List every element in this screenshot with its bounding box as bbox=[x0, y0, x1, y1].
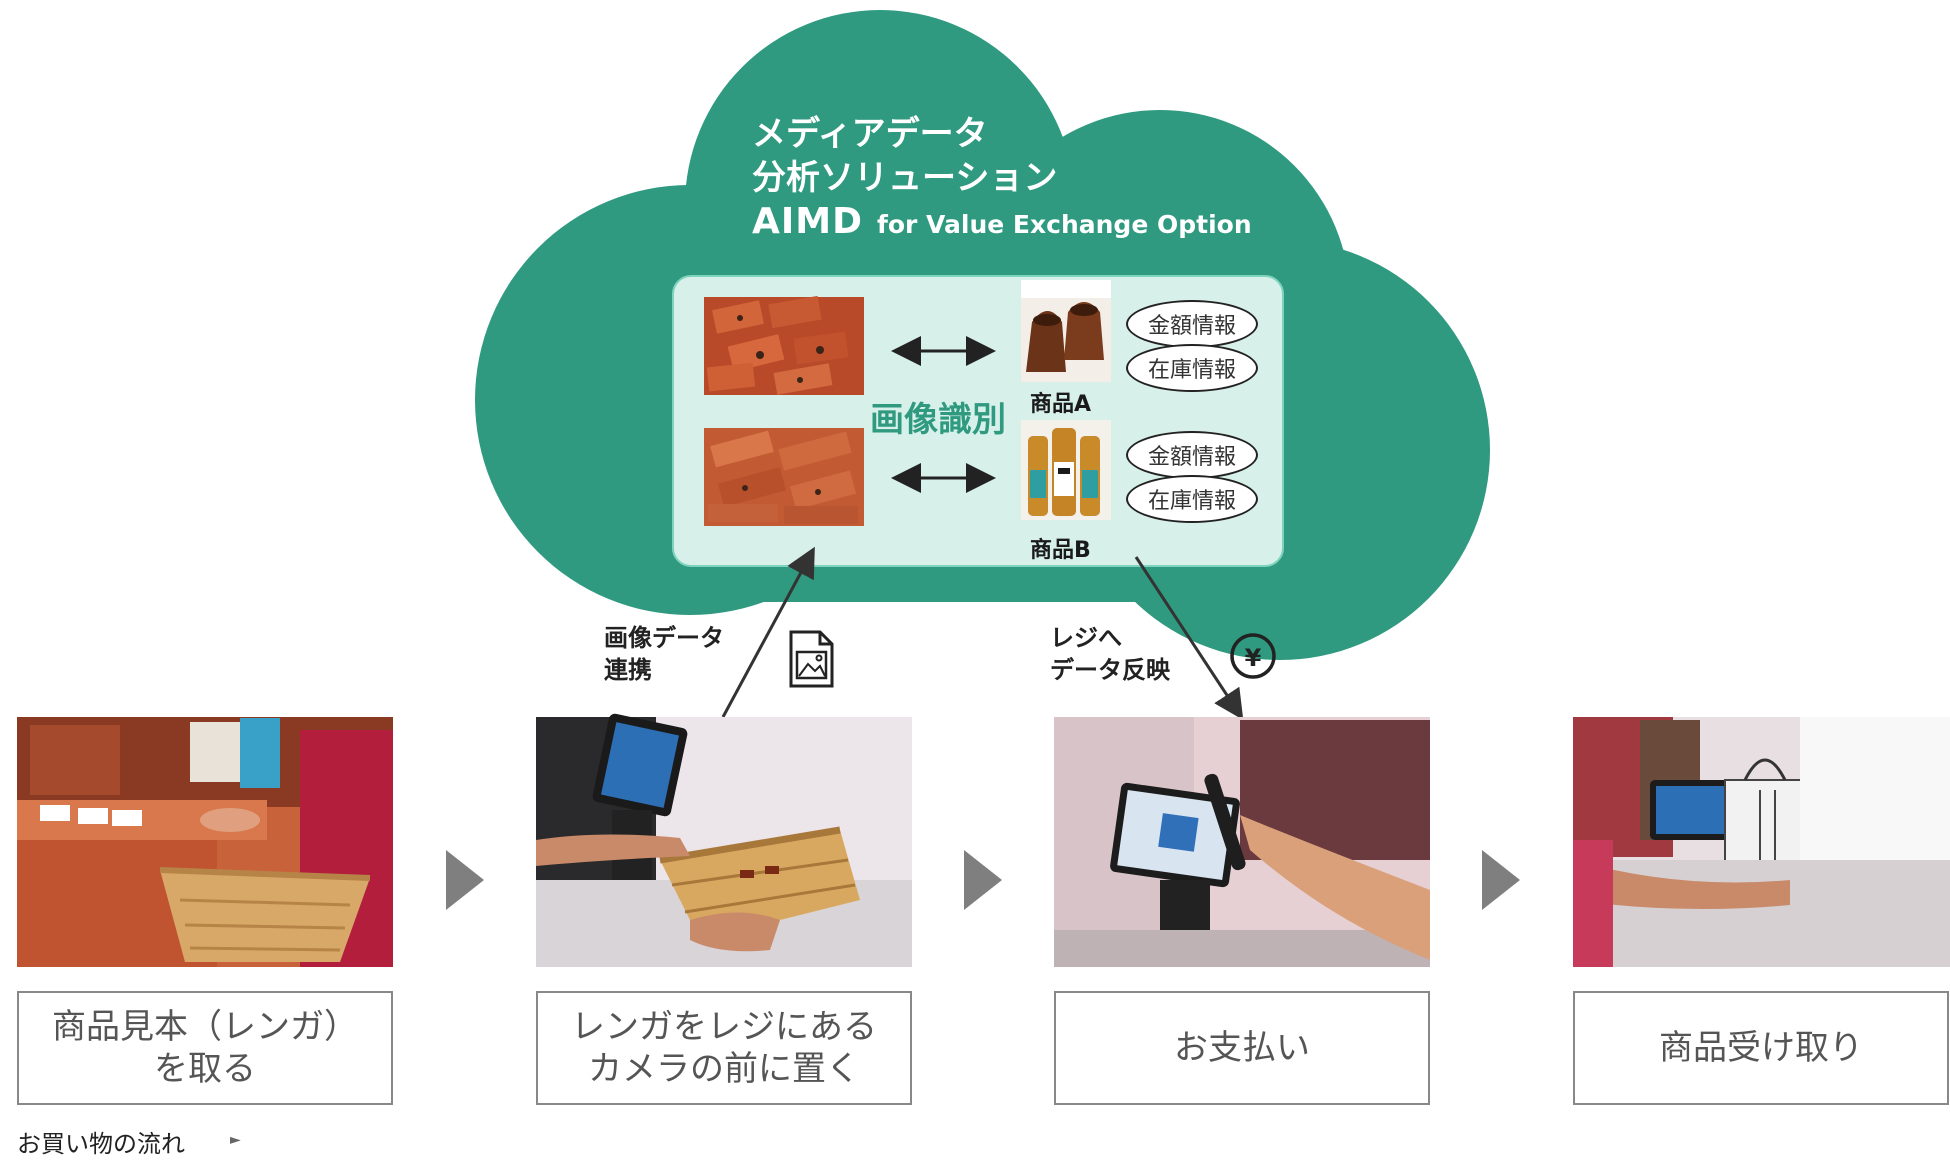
product-a-image bbox=[1021, 280, 1111, 382]
step-2-line2: カメラの前に置く bbox=[588, 1049, 860, 1089]
register-label-line2: データ反映 bbox=[1050, 656, 1170, 684]
product-a-stock-info: 在庫情報 bbox=[1126, 344, 1258, 392]
step-photo-2 bbox=[536, 713, 912, 967]
product-b-label: 商品B bbox=[1030, 538, 1091, 563]
step-arrow-2 bbox=[964, 850, 1002, 910]
product-a-price-info: 金額情報 bbox=[1126, 300, 1258, 348]
aimd-subtitle: for Value Exchange Option bbox=[876, 210, 1252, 239]
cloud-title-line3: AIMD for Value Exchange Option bbox=[752, 200, 1452, 247]
step-box-4: 商品受け取り bbox=[1573, 991, 1949, 1105]
image-file-icon bbox=[789, 630, 834, 688]
shopping-flow-label: お買い物の流れ bbox=[17, 1130, 185, 1158]
svg-text:¥: ¥ bbox=[1245, 644, 1262, 672]
step-photo-4 bbox=[1573, 717, 1950, 967]
yen-icon: ¥ bbox=[1230, 633, 1276, 679]
product-b-stock-info: 在庫情報 bbox=[1126, 475, 1258, 523]
register-arrow bbox=[1134, 556, 1244, 721]
step-box-2: レンガをレジにある カメラの前に置く bbox=[536, 991, 912, 1105]
step-1-line2: を取る bbox=[154, 1049, 256, 1089]
step-2-line1: レンガをレジにある bbox=[571, 1007, 877, 1047]
cloud-title-line1: メディアデータ bbox=[752, 114, 988, 154]
step-arrow-1 bbox=[446, 850, 484, 910]
register-label-line1: レジへ bbox=[1050, 624, 1122, 652]
register-label: レジへ データ反映 bbox=[1050, 622, 1170, 686]
step-arrow-3 bbox=[1482, 850, 1520, 910]
brick-photo-1 bbox=[704, 295, 864, 395]
step-photo-3 bbox=[1054, 717, 1430, 967]
product-a-label: 商品A bbox=[1030, 392, 1092, 417]
product-b-price-info: 金額情報 bbox=[1126, 431, 1258, 479]
cloud-title: メディアデータ 分析ソリューション AIMD for Value Exchange… bbox=[752, 112, 1452, 247]
step-3-line1: お支払い bbox=[1174, 1028, 1310, 1068]
cloud-title-line2: 分析ソリューション bbox=[752, 158, 1058, 198]
step-4-line1: 商品受け取り bbox=[1659, 1028, 1863, 1068]
aimd-label: AIMD bbox=[752, 201, 863, 242]
footer-arrow-icon: ► bbox=[230, 1132, 241, 1148]
upload-label-line1: 画像データ bbox=[604, 624, 724, 652]
upload-label-line2: 連携 bbox=[604, 656, 652, 684]
image-recognition-label: 画像識別 bbox=[870, 400, 1006, 440]
step-1-line1: 商品見本（レンガ） bbox=[52, 1007, 358, 1047]
upload-label: 画像データ 連携 bbox=[604, 622, 724, 686]
step-box-3: お支払い bbox=[1054, 991, 1430, 1105]
brick-photo-2 bbox=[704, 428, 864, 526]
upload-arrow bbox=[721, 546, 815, 718]
product-b-image bbox=[1021, 420, 1111, 520]
step-photo-1 bbox=[17, 717, 393, 967]
step-box-1: 商品見本（レンガ） を取る bbox=[17, 991, 393, 1105]
